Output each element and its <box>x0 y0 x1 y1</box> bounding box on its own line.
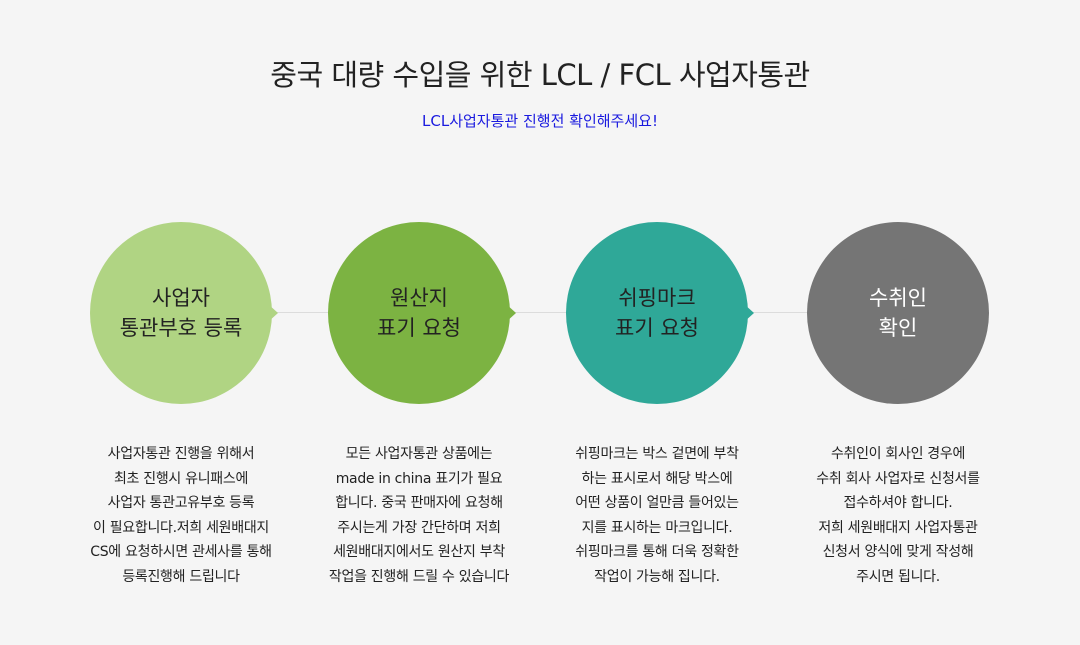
arrow-right-icon <box>268 304 278 322</box>
step-description: 모든 사업자통관 상품에는 made in china 표기가 필요 합니다. … <box>299 442 539 589</box>
step-title-line: 수취인 <box>869 286 927 310</box>
page-subtitle: LCL사업자통관 진행전 확인해주세요! <box>422 112 658 130</box>
step-title-line: 확인 <box>878 316 918 340</box>
step-circle: 사업자 통관부호 등록 <box>90 222 272 404</box>
description-line: 사업자 통관고유부호 등록 <box>107 495 255 511</box>
description-line: 작업이 가능해 집니다. <box>594 568 720 585</box>
step-2: 원산지 표기 요청 <box>328 222 516 404</box>
description-line: 저희 세원배대지 사업자통관 <box>818 519 978 536</box>
step-1: 사업자 통관부호 등록 <box>90 222 278 404</box>
step-title-line: 쉬핑마크 <box>618 286 696 310</box>
description-line: 수취 회사 사업자로 신청서를 <box>816 470 980 487</box>
step-description: 사업자통관 진행을 위해서 최초 진행시 유니패스에 사업자 통관고유부호 등록… <box>61 442 301 589</box>
description-line: 주시는게 가장 간단하며 저희 <box>337 519 501 536</box>
step-circle: 쉬핑마크 표기 요청 <box>566 222 748 404</box>
step-circle: 수취인 확인 <box>807 222 989 404</box>
description-line: 쉬핑마크는 박스 겉면에 부착 <box>575 446 739 462</box>
description-line: 쉬핑마크를 통해 더욱 정확한 <box>575 544 739 560</box>
description-line: 사업자통관 진행을 위해서 <box>107 446 255 462</box>
step-title-line: 사업자 <box>152 286 210 310</box>
arrow-right-icon <box>744 304 754 322</box>
description-line: made in china 표기가 필요 <box>335 470 503 487</box>
description-line: 이 필요합니다.저희 세원배대지 <box>93 519 269 536</box>
description-line: 수취인이 회사인 경우에 <box>830 446 966 462</box>
page-title: 중국 대량 수입을 위한 LCL / FCL 사업자통관 <box>270 58 810 92</box>
step-title-line: 원산지 <box>390 286 448 310</box>
description-line: 주시면 됩니다. <box>856 568 940 585</box>
step-title-line: 표기 요청 <box>377 316 461 340</box>
step-4: 수취인 확인 <box>807 222 989 404</box>
description-line: 합니다. 중국 판매자에 요청해 <box>335 495 503 511</box>
arrow-right-icon <box>506 304 516 322</box>
description-line: 하는 표시로서 해당 박스에 <box>581 470 733 487</box>
description-line: CS에 요청하시면 관세사를 통해 <box>90 544 272 560</box>
description-line: 작업을 진행해 드릴 수 있습니다 <box>328 568 510 585</box>
step-title-line: 표기 요청 <box>615 316 699 340</box>
step-description: 수취인이 회사인 경우에 수취 회사 사업자로 신청서를 접수하셔야 합니다. … <box>778 442 1018 589</box>
description-line: 등록진행해 드립니다 <box>122 568 240 585</box>
step-title-line: 통관부호 등록 <box>119 316 243 340</box>
description-line: 지를 표시하는 마크입니다. <box>581 519 733 536</box>
description-line: 어떤 상품이 얼만큼 들어있는 <box>575 495 739 511</box>
step-circle: 원산지 표기 요청 <box>328 222 510 404</box>
step-connector-line <box>180 312 900 313</box>
description-line: 신청서 양식에 맞게 작성해 <box>822 544 974 560</box>
description-line: 모든 사업자통관 상품에는 <box>345 446 493 462</box>
description-line: 최초 진행시 유니패스에 <box>113 470 249 487</box>
step-description: 쉬핑마크는 박스 겉면에 부착 하는 표시로서 해당 박스에 어떤 상품이 얼만… <box>537 442 777 589</box>
description-line: 접수하셔야 합니다. <box>843 495 953 511</box>
step-3: 쉬핑마크 표기 요청 <box>566 222 754 404</box>
description-line: 세원배대지에서도 원산지 부착 <box>333 544 505 560</box>
